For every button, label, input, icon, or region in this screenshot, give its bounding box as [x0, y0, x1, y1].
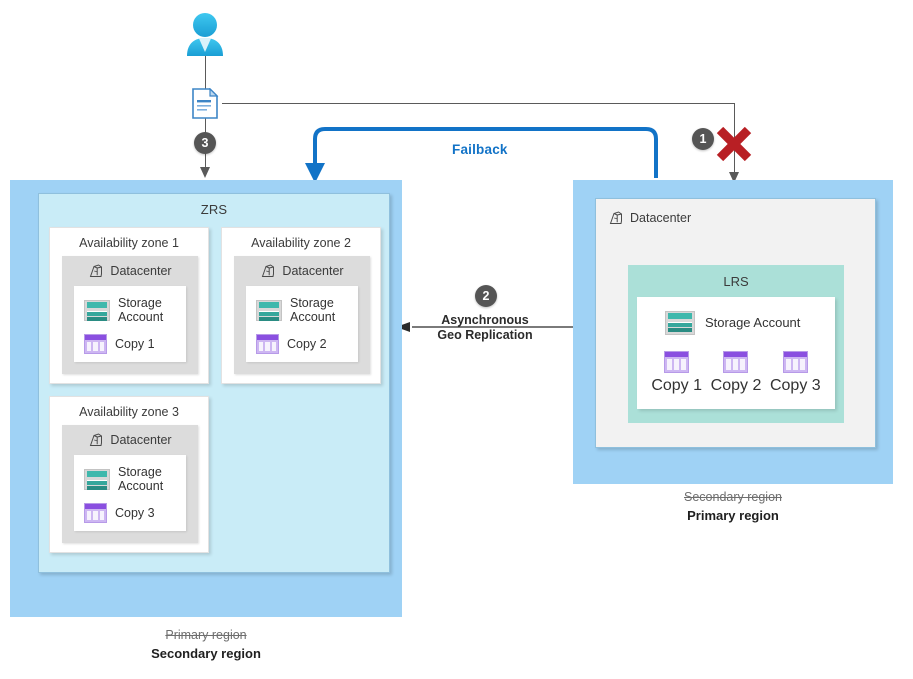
step-badge-2: 2 [475, 285, 497, 307]
left-region-caption: Primary region Secondary region [76, 628, 336, 661]
connector-document-to-primary [222, 103, 734, 104]
zone-3-datacenter: Datacenter Storage Account Copy 3 [62, 425, 198, 543]
zone-3-resources: Storage Account Copy 3 [74, 455, 186, 531]
zone-2-copy-label: Copy 2 [287, 337, 327, 351]
zone-1-datacenter-header: Datacenter [62, 263, 198, 279]
zone-3-storage-line-2: Account [118, 479, 164, 493]
right-datacenter-label: Datacenter [630, 211, 692, 225]
availability-zone-1: Availability zone 1 Datacen [49, 227, 209, 384]
step-badge-3: 3 [194, 132, 216, 154]
outage-x-icon [713, 124, 755, 169]
availability-zone-2: Availability zone 2 Datacen [221, 227, 381, 384]
zone-2-datacenter: Datacenter Storage Account Copy 2 [234, 256, 370, 374]
right-copy-2-label: Copy 2 [710, 377, 762, 394]
right-copy-3: Copy 3 [770, 351, 821, 395]
availability-zone-1-title: Availability zone 1 [79, 236, 179, 250]
availability-zone-2-title: Availability zone 2 [251, 236, 351, 250]
availability-zone-3-title: Availability zone 3 [79, 405, 179, 419]
right-region-former-role: Secondary region [684, 490, 782, 504]
copy-table-icon [84, 503, 107, 523]
storage-account-icon [256, 299, 282, 321]
zone-3-storage-label: Storage Account [118, 465, 163, 493]
user-avatar [182, 12, 228, 61]
zone-1-datacenter-label: Datacenter [110, 264, 172, 278]
datacenter-icon [88, 263, 104, 279]
zone-2-datacenter-header: Datacenter [234, 263, 370, 279]
zrs-container: ZRS Availability zone 1 [38, 193, 390, 573]
right-copy-2: Copy 2 [710, 351, 762, 395]
zone-3-copy-label: Copy 3 [115, 506, 155, 520]
zone-3-copy: Copy 3 [84, 503, 155, 523]
copy-table-icon [256, 334, 279, 354]
zone-1-storage-line-2: Account [118, 310, 164, 324]
step-badge-1: 1 [692, 128, 714, 150]
right-copy-1: Copy 1 [651, 351, 702, 395]
geo-replication-line-2: Geo Replication [437, 328, 533, 343]
zone-2-storage-line-1: Storage [290, 296, 334, 310]
availability-zone-3: Availability zone 3 Datacen [49, 396, 209, 553]
zone-2-datacenter-label: Datacenter [282, 264, 344, 278]
right-datacenter-container: Datacenter LRS Storage Account Copy 1 [595, 198, 876, 448]
zone-3-storage-account: Storage Account [84, 465, 163, 493]
zone-2-storage-line-2: Account [290, 310, 336, 324]
storage-account-icon [84, 299, 110, 321]
geo-replication-line-1: Asynchronous [441, 313, 529, 327]
datacenter-icon [88, 432, 104, 448]
zone-3-datacenter-label: Datacenter [110, 433, 172, 447]
zone-1-storage-label: Storage Account [118, 296, 163, 324]
right-copies-row: Copy 1 Copy 2 Copy 3 [647, 351, 825, 395]
lrs-resources: Storage Account Copy 1 Copy 2 [637, 297, 835, 409]
datacenter-icon [260, 263, 276, 279]
copy-table-icon [664, 351, 690, 373]
connector-user-to-document [205, 52, 206, 90]
lrs-label: LRS [723, 274, 749, 289]
right-copy-1-label: Copy 1 [651, 377, 703, 394]
geo-replication-label: Asynchronous Geo Replication [405, 313, 565, 344]
right-region-caption: Secondary region Primary region [603, 490, 863, 523]
datacenter-icon [608, 210, 624, 226]
storage-account-icon [665, 311, 695, 335]
zone-3-storage-line-1: Storage [118, 465, 162, 479]
lrs-container: LRS Storage Account Copy 1 Copy 2 [628, 265, 844, 423]
zone-1-storage-account: Storage Account [84, 296, 163, 324]
zone-1-datacenter: Datacenter Storage Account Copy 1 [62, 256, 198, 374]
copy-table-icon [723, 351, 749, 373]
right-copy-3-label: Copy 3 [769, 377, 821, 394]
left-region-current-role: Secondary region [151, 646, 261, 661]
zone-1-resources: Storage Account Copy 1 [74, 286, 186, 362]
storage-account-icon [84, 468, 110, 490]
zrs-label: ZRS [200, 202, 228, 217]
left-region-former-role: Primary region [165, 628, 247, 642]
right-storage-account: Storage Account [665, 311, 800, 335]
failback-label: Failback [452, 142, 508, 157]
copy-table-icon [84, 334, 107, 354]
zone-1-copy: Copy 1 [84, 334, 155, 354]
zone-1-copy-label: Copy 1 [115, 337, 155, 351]
left-region-container: ZRS Availability zone 1 [10, 180, 402, 617]
zone-3-datacenter-header: Datacenter [62, 432, 198, 448]
zone-2-copy: Copy 2 [256, 334, 327, 354]
right-region-container: Datacenter LRS Storage Account Copy 1 [573, 180, 893, 484]
zone-2-storage-account: Storage Account [256, 296, 335, 324]
copy-table-icon [782, 351, 808, 373]
zone-2-resources: Storage Account Copy 2 [246, 286, 358, 362]
right-datacenter-header: Datacenter [596, 210, 887, 226]
document-icon [192, 87, 219, 124]
right-region-current-role: Primary region [687, 508, 779, 523]
zone-2-storage-label: Storage Account [290, 296, 335, 324]
right-storage-label: Storage Account [705, 314, 801, 330]
zone-1-storage-line-1: Storage [118, 296, 162, 310]
